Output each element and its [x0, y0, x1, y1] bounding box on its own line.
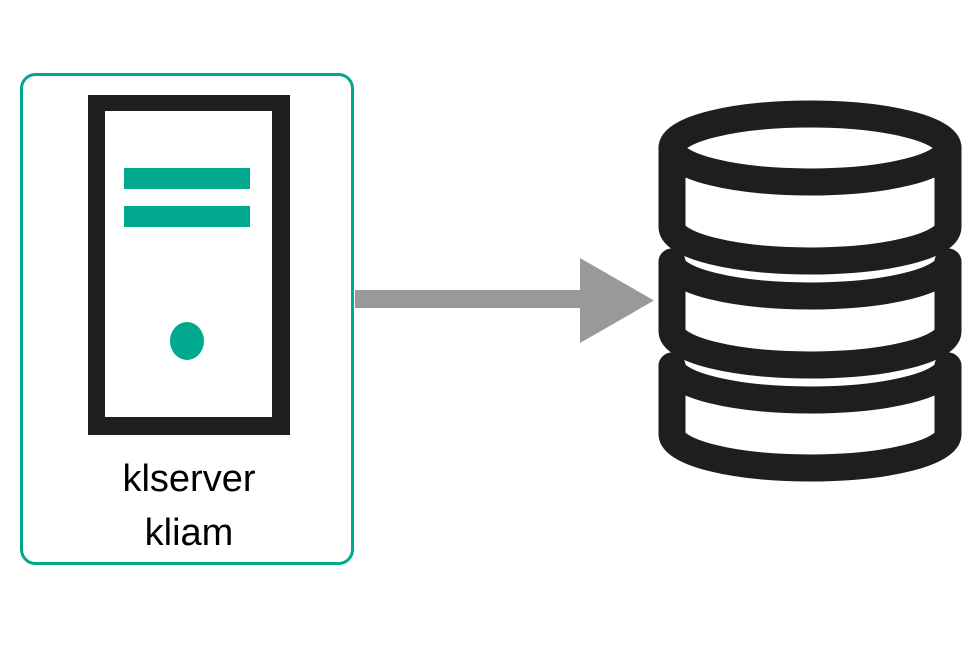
server-face	[105, 111, 272, 417]
server-node[interactable]: klserver kliam	[20, 73, 354, 565]
database-disc-3-body	[658, 352, 962, 482]
server-to-database-arrow[interactable]	[355, 258, 654, 343]
database-disc-3-top	[658, 352, 962, 414]
server-tower-icon	[88, 95, 290, 435]
server-bay-bar-1	[124, 168, 250, 189]
database-node[interactable]	[658, 100, 962, 482]
server-power-indicator-icon	[170, 322, 204, 360]
arrow-shaft-and-head-icon	[355, 258, 654, 343]
database-disc-2-body	[658, 248, 962, 379]
server-bay-bar-2	[124, 206, 250, 227]
database-disc-1-top	[658, 100, 962, 196]
server-node-label-line1: klserver	[122, 458, 255, 500]
database-disc-2-top	[658, 248, 962, 310]
server-node-label-line2: kliam	[145, 512, 234, 554]
database-disc-1-body	[658, 134, 962, 275]
database-cylinder-icon	[658, 100, 962, 482]
